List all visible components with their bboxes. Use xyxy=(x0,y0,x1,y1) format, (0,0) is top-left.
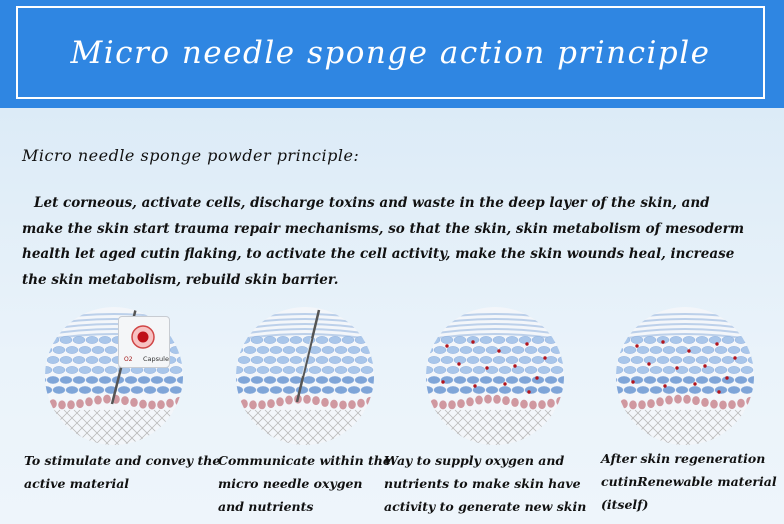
skin-layer-illustration xyxy=(236,307,374,445)
caption-line: active material xyxy=(24,476,130,491)
caption-line: Way to supply oxygen and xyxy=(384,453,565,468)
title-frame: Micro needle sponge action principle xyxy=(16,6,765,99)
skin-layer-illustration xyxy=(616,307,754,445)
principle-paragraph: Let corneous, activate cells, discharge … xyxy=(22,195,745,288)
capsule-inset: O2 Capsule xyxy=(118,316,170,368)
caption-line: Communicate within the xyxy=(218,453,391,468)
page-title: Micro needle sponge action principle xyxy=(70,34,711,71)
caption-line: micro needle oxygen xyxy=(218,476,363,491)
skin-diagram-3 xyxy=(425,306,565,446)
caption-line: To stimulate and convey the xyxy=(24,453,221,468)
step-caption-1: To stimulate and convey the active mater… xyxy=(24,449,220,495)
skin-diagram-2 xyxy=(235,306,375,446)
caption-line: After skin regeneration xyxy=(601,451,766,466)
title-banner: Micro needle sponge action principle xyxy=(0,0,784,108)
caption-line: (itself) xyxy=(601,497,649,512)
step-caption-3: Way to supply oxygen and nutrients to ma… xyxy=(384,449,586,518)
caption-line: nutrients to make skin have xyxy=(384,476,581,491)
skin-diagram-1: O2 Capsule xyxy=(44,306,184,446)
capsule-label: Capsule xyxy=(143,355,169,363)
svg-text:O2: O2 xyxy=(124,356,133,363)
step-caption-2: Communicate within the micro needle oxyg… xyxy=(218,449,391,518)
skin-diagram-4 xyxy=(615,306,755,446)
section-heading: Micro needle sponge powder principle: xyxy=(22,146,360,165)
step-caption-4: After skin regeneration cutinRenewable m… xyxy=(601,447,777,516)
caption-line: activity to generate new skin xyxy=(384,499,587,514)
caption-line: cutinRenewable material xyxy=(601,474,777,489)
caption-line: and nutrients xyxy=(218,499,314,514)
micro-needle-icon xyxy=(295,309,321,403)
skin-layer-illustration xyxy=(426,307,564,445)
